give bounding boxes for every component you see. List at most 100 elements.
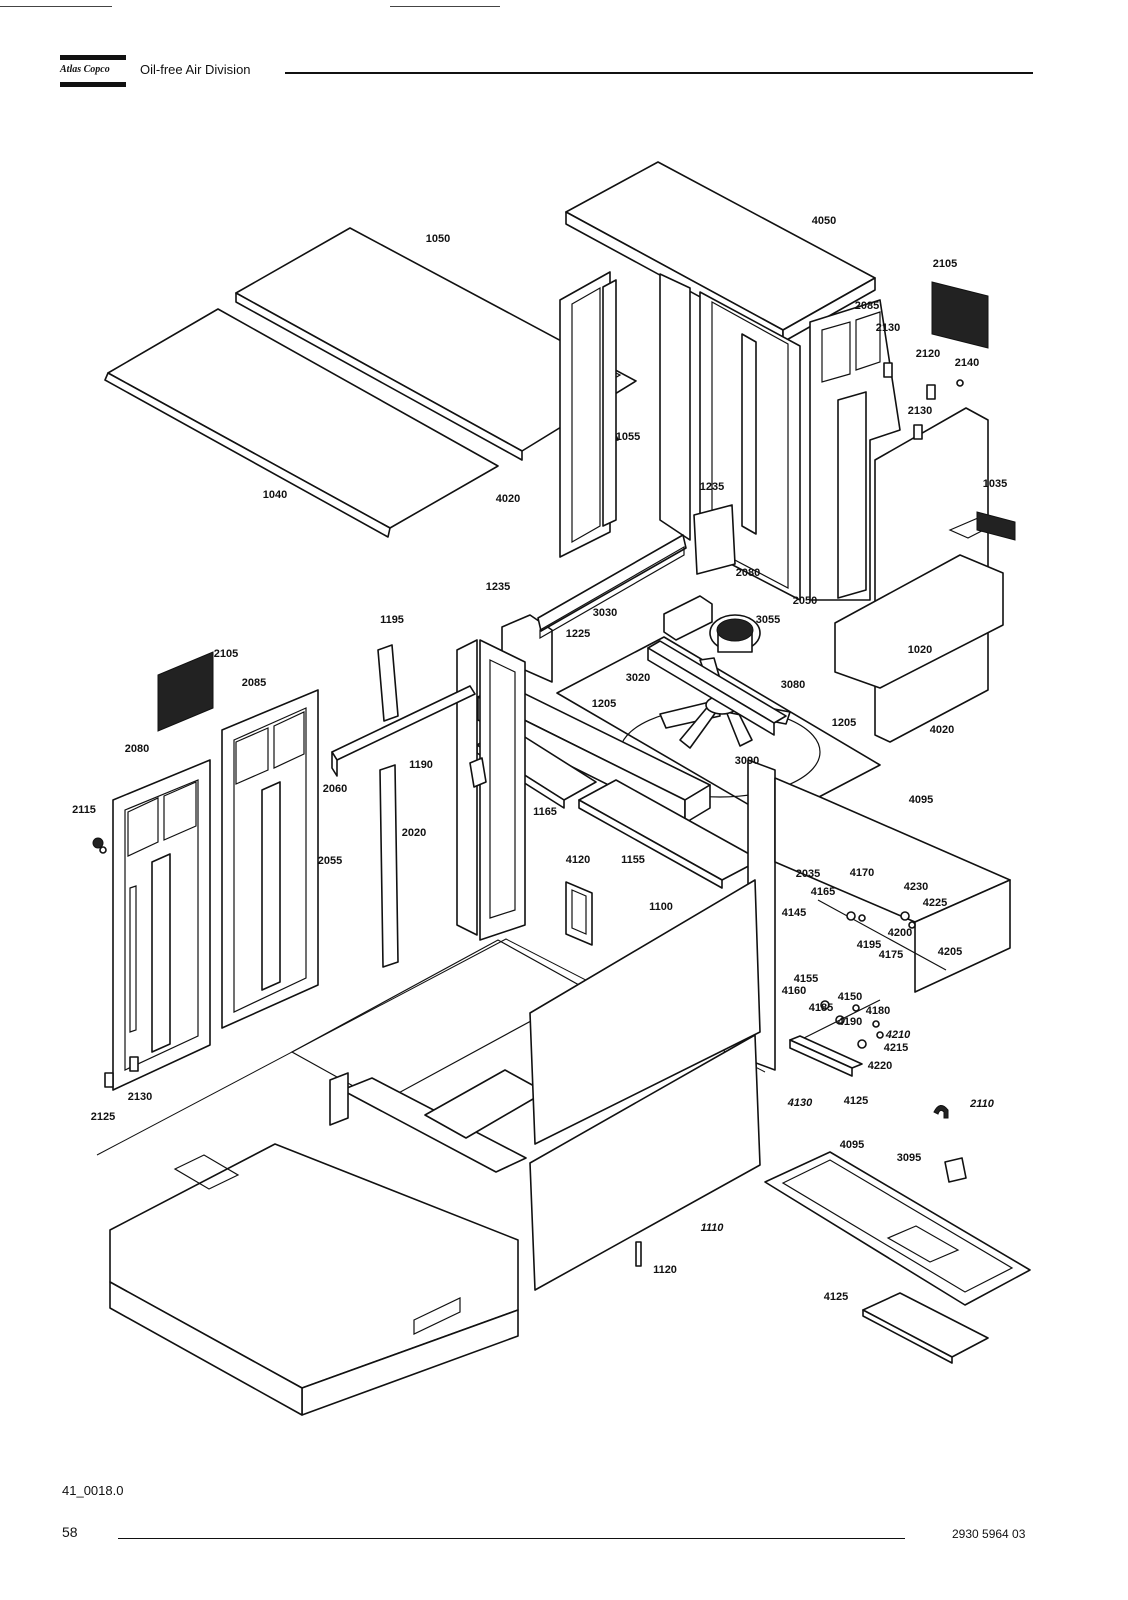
rail-2060 [331,685,476,777]
callout-3020: 3020 [626,672,650,684]
louvre-grill-2105-lower [157,651,214,732]
callout-2110: 2110 [969,1098,995,1110]
callout-1100: 1100 [649,901,673,913]
callout-2055: 2055 [318,855,342,867]
callout-2060: 2060 [323,783,347,795]
rail-1225 [537,534,687,640]
callout-4095: 4095 [909,794,933,806]
page-number: 58 [62,1524,78,1540]
callout-2020: 2020 [402,827,426,839]
base-tray-4095-lower [764,1151,1031,1306]
callout-2130: 2130 [876,322,900,334]
callout-1205: 1205 [832,717,856,729]
callout-1235: 1235 [700,481,724,493]
latch-2130-lower [129,1056,139,1072]
callout-2080: 2080 [125,743,149,755]
callout-2125: 2125 [91,1111,115,1123]
callout-4050: 4050 [812,215,836,227]
callout-2130: 2130 [128,1091,152,1103]
callout-4120: 4120 [566,854,590,866]
fitting-3095 [944,1157,967,1183]
callout-4165: 4165 [811,886,835,898]
strip-1195 [377,644,399,722]
callout-1035: 1035 [983,478,1007,490]
callout-4190: 4190 [838,1016,862,1028]
callout-1190: 1190 [409,759,433,771]
frame-4120 [565,881,593,946]
callout-4180: 4180 [866,1005,890,1017]
base-tray-4095-upper [774,777,1011,993]
clip-2110 [933,1105,949,1119]
callout-4160: 4160 [782,985,806,997]
grill-1035 [976,511,1016,541]
callout-3055: 3055 [756,614,780,626]
callout-4145: 4145 [782,907,806,919]
callout-1055: 1055 [616,431,640,443]
callout-4095: 4095 [840,1139,864,1151]
pin-1120 [635,1241,642,1267]
callout-1205: 1205 [592,698,616,710]
document-number: 41_0018.0 [62,1483,124,1498]
callout-1235: 1235 [486,581,510,593]
louvre-grill-2105-upper [931,281,989,349]
part-number: 2930 5964 03 [952,1527,1026,1541]
callout-2105: 2105 [214,648,238,660]
callout-2105: 2105 [933,258,957,270]
callout-4125: 4125 [844,1095,868,1107]
callout-2140: 2140 [955,357,979,369]
scan-artifact-line [0,6,112,7]
callout-4170: 4170 [850,867,874,879]
callout-2115: 2115 [72,804,96,816]
callout-1165: 1165 [533,806,557,818]
callout-3030: 3030 [593,607,617,619]
callout-4150: 4150 [838,991,862,1003]
valve-cluster [799,911,916,1049]
callout-1195: 1195 [380,614,404,626]
callout-1225: 1225 [566,628,590,640]
callout-4215: 4215 [884,1042,908,1054]
latch-parts-2120-2130 [883,362,964,440]
callout-2085: 2085 [855,300,879,312]
front-panel-1110 [529,1034,761,1291]
callout-3095: 3095 [897,1152,921,1164]
callout-4130: 4130 [787,1097,813,1109]
bracket-4125-4130 [789,1035,863,1077]
roof-panel-1050 [235,227,637,461]
callout-2080: 2080 [736,567,760,579]
callout-4210: 4210 [885,1029,911,1041]
callout-4020: 4020 [930,724,954,736]
callout-3090: 3090 [735,755,759,767]
bracket-3030 [663,595,713,641]
base-frame [96,938,766,1416]
plate-4125 [862,1292,989,1364]
callout-4125: 4125 [824,1291,848,1303]
fan-bracket-3020 [647,640,787,736]
front-panel-1100 [529,879,761,1145]
callout-3080: 3080 [781,679,805,691]
callout-4200: 4200 [888,927,912,939]
brand-wordmark: Atlas Copco [60,64,110,75]
door-frame-2080 [112,759,211,1091]
atlas-copco-logo: Atlas Copco [60,55,126,89]
callout-1040: 1040 [263,489,287,501]
callout-1155: 1155 [621,854,645,866]
header-rule [285,72,1033,74]
callout-1050: 1050 [426,233,450,245]
callout-2035: 2035 [796,868,820,880]
callout-4195: 4195 [857,939,881,951]
side-panel-1020 [834,407,1005,743]
footer-rule [118,1538,905,1539]
baffle-1235-upper [693,504,736,575]
latch-2115 [92,837,107,854]
door-frame-2085 [221,689,319,1029]
callout-4020: 4020 [496,493,520,505]
callout-4220: 4220 [868,1060,892,1072]
callout-2085: 2085 [242,677,266,689]
strip-2055 [379,764,399,968]
callout-4155: 4155 [794,973,818,985]
callout-4205: 4205 [938,946,962,958]
callout-1120: 1120 [653,1264,677,1276]
callout-2050: 2050 [793,595,817,607]
